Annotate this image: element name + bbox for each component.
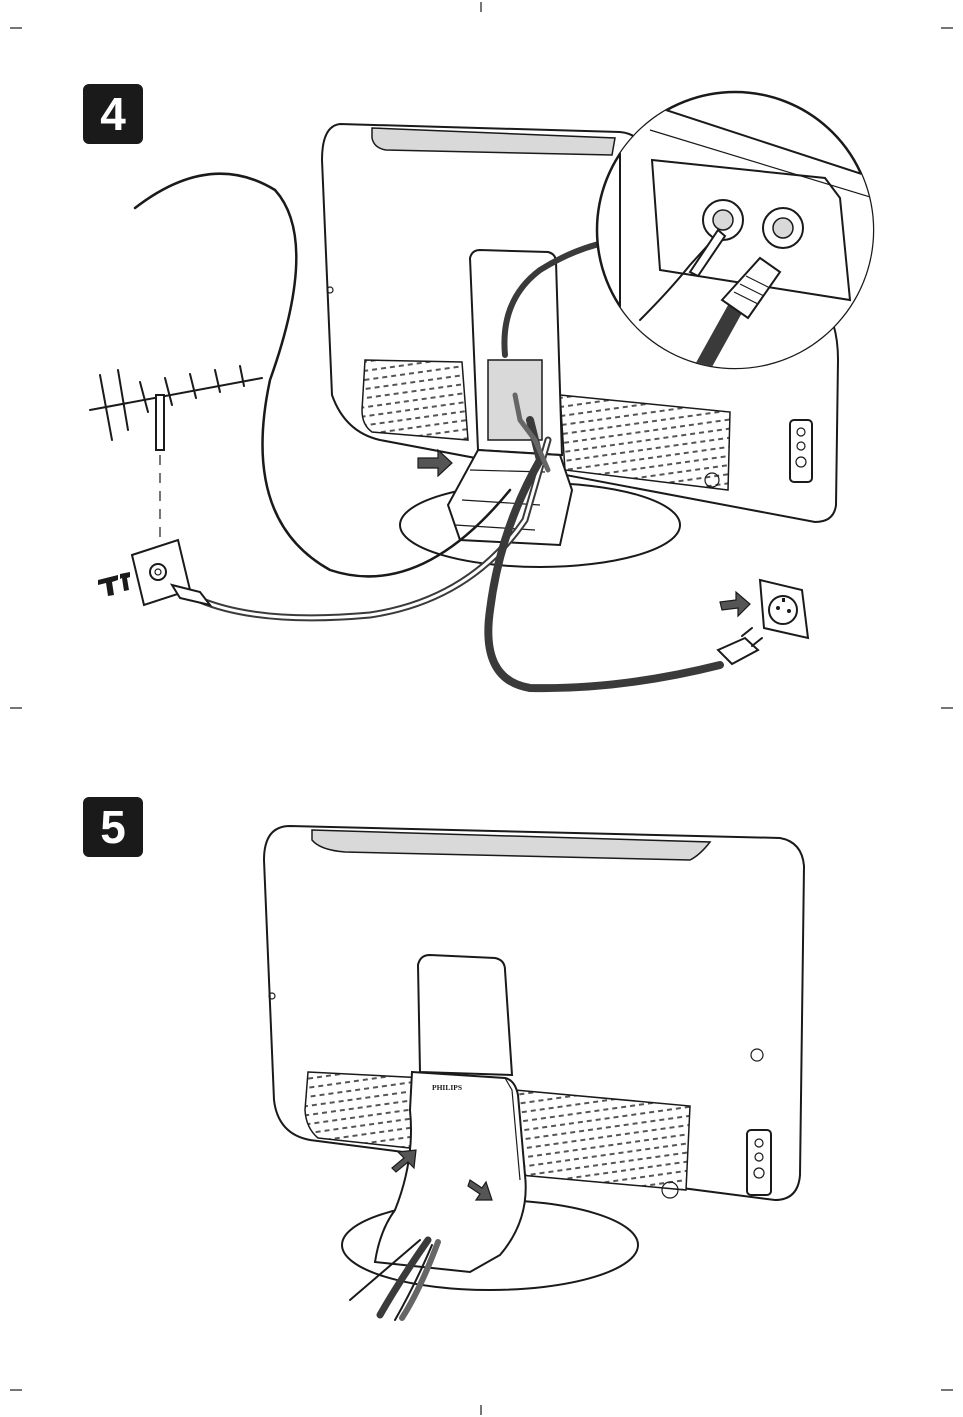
step-5-illustration: PHILIPS <box>264 826 804 1320</box>
step-4-number: 4 <box>100 87 126 141</box>
brand-label: PHILIPS <box>432 1083 462 1092</box>
tv-side-connector-panel <box>790 420 812 482</box>
tv5-side-connector-panel <box>747 1130 771 1195</box>
arrow-to-socket-icon <box>720 592 750 616</box>
antenna-icon <box>90 366 262 540</box>
tv5-lower-grille-right <box>515 1090 690 1190</box>
arrow-right-icon <box>418 450 452 476</box>
step-4-illustration <box>90 92 880 688</box>
coax-plug <box>172 585 210 605</box>
tv-lower-grille <box>362 360 468 440</box>
tv5-stand-column <box>418 955 512 1075</box>
tv5-lower-grille <box>305 1072 425 1148</box>
step-5-badge: 5 <box>83 797 143 857</box>
step-5-number: 5 <box>100 800 126 854</box>
antenna-wall-socket-icon <box>98 540 190 605</box>
power-socket-icon <box>760 580 808 638</box>
power-plug <box>718 638 758 664</box>
step-4-badge: 4 <box>83 84 143 144</box>
